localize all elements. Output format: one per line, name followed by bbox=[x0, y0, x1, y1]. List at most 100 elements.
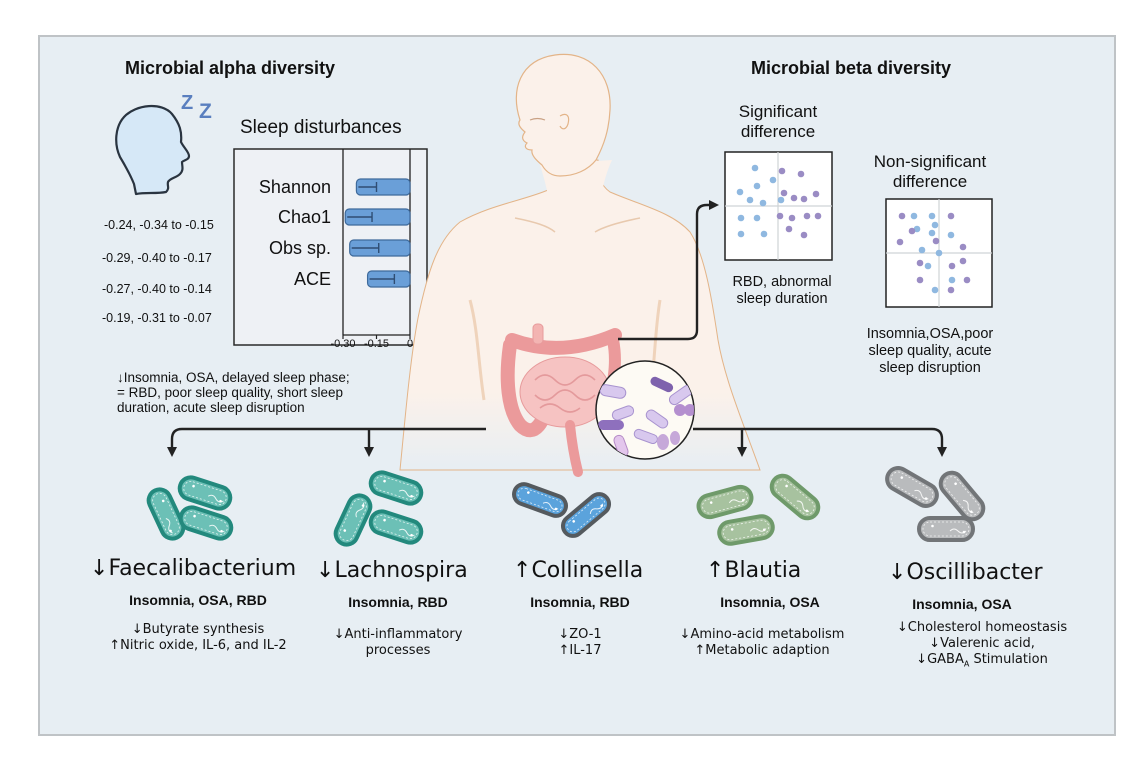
significant-caption-line-2: sleep duration bbox=[736, 291, 828, 307]
chart-x-tick-label: -0.30 bbox=[330, 338, 355, 350]
scatter-point bbox=[928, 212, 936, 220]
scatter-point bbox=[898, 212, 906, 220]
ci-label-chao1: -0.29, -0.40 to -0.17 bbox=[102, 251, 212, 265]
significant-title-line-2: difference bbox=[740, 122, 816, 141]
scatter-point bbox=[959, 257, 967, 265]
genus-conditions: Insomnia, OSA bbox=[720, 594, 820, 610]
scatter-point bbox=[947, 286, 955, 294]
genus-name: Collinsella bbox=[531, 558, 644, 583]
chart-bar bbox=[349, 239, 411, 257]
genus-conditions: Insomnia, RBD bbox=[530, 594, 630, 610]
genus-effects: ↓Cholesterol homeostasis ↓Valerenic acid… bbox=[882, 620, 1082, 673]
chart-category-label: Obs sp. bbox=[269, 238, 331, 258]
scatter-point bbox=[932, 237, 940, 245]
scatter-point bbox=[959, 243, 967, 251]
ci-label-shannon: -0.24, -0.34 to -0.15 bbox=[104, 218, 214, 232]
scatter-point bbox=[947, 231, 955, 239]
bacterium-rod-icon bbox=[560, 492, 612, 538]
genus-blautia: ↑Blautia bbox=[706, 558, 801, 583]
scatter-point bbox=[797, 170, 805, 178]
scatter-point bbox=[777, 196, 785, 204]
scatter-point bbox=[769, 176, 777, 184]
effect-line: ↑IL-17 bbox=[558, 643, 602, 658]
scatter-point bbox=[916, 259, 924, 267]
significant-caption-line-1: RBD, abnormal bbox=[732, 274, 832, 290]
scatter-point bbox=[928, 229, 936, 237]
genus-name: Faecalibacterium bbox=[108, 556, 297, 581]
alpha-summary-line-1: ↓Insomnia, OSA, delayed sleep phase; bbox=[117, 370, 350, 385]
significant-caption: RBD, abnormal sleep duration bbox=[718, 274, 846, 308]
genus-effects: ↓Anti-inflammatory processes bbox=[318, 627, 478, 659]
scatter-point bbox=[780, 189, 788, 197]
effect-line: ↑Metabolic adaption bbox=[694, 643, 830, 658]
scatter-point bbox=[908, 227, 916, 235]
nonsignificant-caption: Insomnia,OSA,poor sleep quality, acute s… bbox=[850, 326, 1010, 377]
genus-lachnospira: ↓Lachnospira bbox=[316, 558, 468, 583]
scatter-point bbox=[785, 225, 793, 233]
effect-line: ↓Valerenic acid, bbox=[929, 636, 1035, 651]
nonsignificant-title: Non-significant difference bbox=[855, 152, 1005, 192]
decrease-arrow-icon: ↓ bbox=[90, 556, 109, 581]
bacterium-rod-icon bbox=[177, 475, 233, 511]
scatter-point bbox=[751, 164, 759, 172]
scatter-point bbox=[947, 212, 955, 220]
scatter-point bbox=[776, 212, 784, 220]
effect-line: ↓Anti-inflammatory bbox=[333, 627, 463, 642]
ci-label-ace: -0.19, -0.31 to -0.07 bbox=[102, 311, 212, 325]
scatter-point bbox=[910, 212, 918, 220]
chart-x-tick-label: -0.15 bbox=[364, 338, 389, 350]
scatter-point bbox=[760, 230, 768, 238]
ci-label-obs: -0.27, -0.40 to -0.14 bbox=[102, 282, 212, 296]
scatter-point bbox=[803, 212, 811, 220]
genus-name: Oscillibacter bbox=[906, 560, 1043, 585]
decrease-arrow-icon: ↓ bbox=[316, 558, 335, 583]
scatter-point bbox=[759, 199, 767, 207]
scatter-point bbox=[916, 276, 924, 284]
chart-bar bbox=[344, 208, 411, 226]
scatter-point bbox=[800, 231, 808, 239]
scatter-point bbox=[924, 262, 932, 270]
decrease-arrow-icon: ↓ bbox=[888, 560, 907, 585]
alpha-summary-line-2: = RBD, poor sleep quality, short sleep bbox=[117, 385, 343, 400]
effect-line: ↓ZO-1 bbox=[558, 627, 602, 642]
nonsignificant-caption-line-2: sleep quality, acute bbox=[868, 343, 992, 359]
scatter-point bbox=[948, 276, 956, 284]
nonsignificant-caption-line-3: sleep disruption bbox=[879, 360, 981, 376]
bacterium-rod-icon bbox=[333, 493, 373, 547]
genus-effects: ↓Amino-acid metabolism ↑Metabolic adapti… bbox=[656, 627, 868, 659]
genus-effects: ↓ZO-1 ↑IL-17 bbox=[540, 627, 620, 659]
genus-name: Lachnospira bbox=[334, 558, 468, 583]
scatter-point bbox=[963, 276, 971, 284]
scatter-point bbox=[753, 214, 761, 222]
scatter-point bbox=[935, 249, 943, 257]
bacterium-rod-icon bbox=[885, 466, 939, 508]
significant-title-line-1: Significant bbox=[738, 102, 818, 121]
alpha-summary: ↓Insomnia, OSA, delayed sleep phase; = R… bbox=[117, 370, 350, 415]
microbe-zoom-circle bbox=[595, 360, 695, 460]
effect-text: Stimulation bbox=[969, 652, 1048, 667]
scatter-point bbox=[778, 167, 786, 175]
scatter-point bbox=[737, 214, 745, 222]
bacterium-rod-icon bbox=[696, 484, 754, 520]
significant-title: Significant difference bbox=[718, 102, 838, 142]
bacterium-rod-icon bbox=[368, 470, 424, 506]
genus-faecalibacterium: ↓Faecalibacterium bbox=[90, 556, 296, 581]
bacterium-rod-icon bbox=[938, 470, 986, 522]
bacterium-rod-icon bbox=[717, 514, 775, 546]
scatter-point bbox=[812, 190, 820, 198]
genus-effects: ↓Butyrate synthesis ↑Nitric oxide, IL-6,… bbox=[92, 622, 304, 654]
genus-conditions: Insomnia, OSA bbox=[912, 596, 1012, 612]
chart-title: Sleep disturbances bbox=[240, 117, 402, 138]
effect-line: ↓Amino-acid metabolism bbox=[679, 627, 845, 642]
bacterium-rod-icon bbox=[512, 482, 568, 518]
chart-category-label: Chao1 bbox=[278, 207, 331, 227]
beta-diversity-title: Microbial beta diversity bbox=[751, 58, 952, 78]
alpha-diversity-title: Microbial alpha diversity bbox=[125, 58, 336, 78]
sleep-z-icon-2: Z bbox=[199, 100, 212, 123]
increase-arrow-icon: ↑ bbox=[513, 558, 532, 583]
effect-line: ↓Butyrate synthesis bbox=[131, 622, 265, 637]
